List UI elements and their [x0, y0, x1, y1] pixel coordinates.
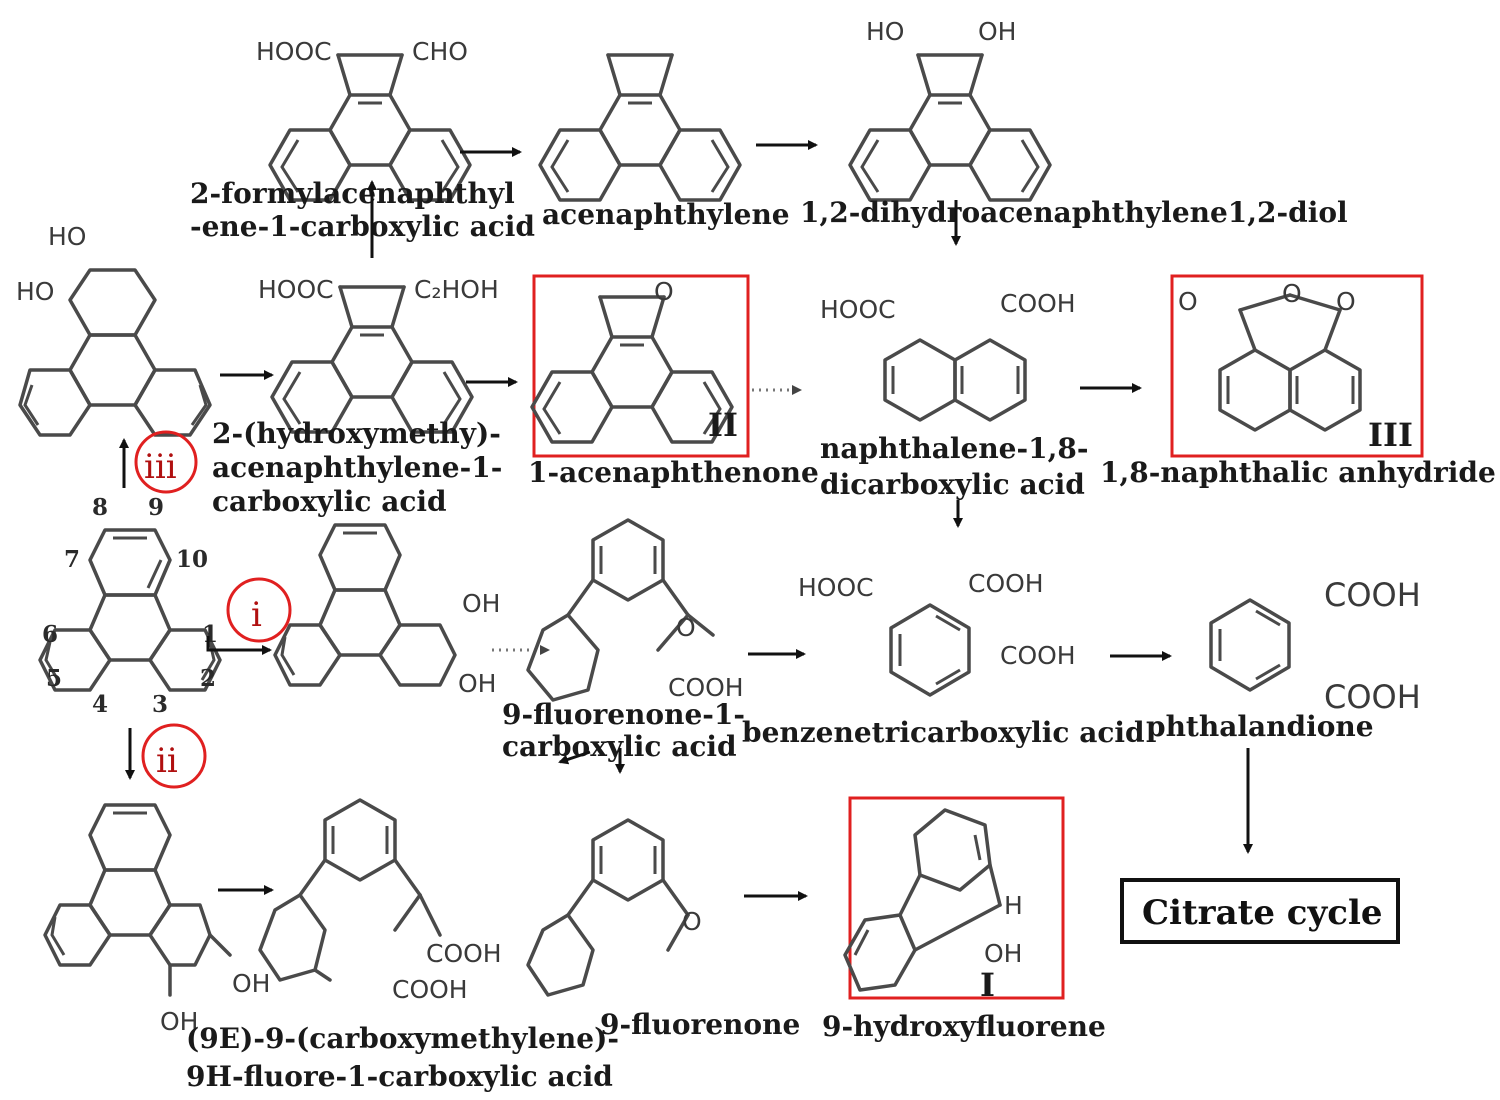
highlight-box-I: [848, 796, 1065, 1000]
group-o-anhydride-2: O: [1282, 279, 1302, 308]
pathway-marker-iii-label: iii: [144, 447, 177, 487]
group-oh: OH: [978, 17, 1016, 46]
group-oh-i-2: OH: [458, 669, 496, 698]
atom-number-5: 5: [46, 665, 62, 692]
label-hydroxymethyl-1: 2-(hydroxymethy)-: [212, 417, 501, 450]
label-hydroxymethyl-2: acenaphthylene-1-: [212, 451, 502, 484]
structure-carboxymethylene: [258, 798, 442, 982]
group-ho-1: HO: [48, 222, 86, 251]
atom-number-10: 10: [176, 546, 208, 573]
structure-hydroxymethyl-acid: [270, 285, 474, 434]
pathway-marker-i: [226, 577, 292, 643]
group-o-anhydride-3: O: [1336, 287, 1356, 316]
structure-naphthalic-anhydride: [1218, 293, 1362, 432]
pathway-marker-iii: [134, 430, 198, 494]
structure-dihydrodiol-ii: [43, 803, 232, 997]
group-oh-i-1: OH: [462, 589, 500, 618]
structure-acenaphthenone: [530, 295, 734, 444]
atom-number-1: 1: [202, 621, 218, 648]
label-naphthalene-dicarboxylic-2: dicarboxylic acid: [820, 468, 1085, 501]
arrow-from-carboxymethylene: [558, 750, 591, 765]
label-acenaphthylene: acenaphthylene: [542, 198, 790, 231]
label-carboxymethylene-1: (9E)-9-(carboxymethylene)-: [186, 1022, 619, 1055]
group-cooh-fluorenone-c: COOH: [668, 673, 744, 702]
label-benzenetricarboxylic: benzenetricarboxylic acid: [742, 716, 1145, 749]
structure-fluorenone-carboxylic: [526, 518, 715, 702]
arrow-i: [206, 636, 272, 655]
group-hooc-2: HOOC: [258, 275, 334, 304]
citrate-cycle-label: Citrate cycle: [1142, 893, 1383, 933]
atom-number-6: 6: [42, 621, 58, 648]
label-fluorenone-carboxylic-1: 9-fluorenone-1-: [502, 698, 745, 731]
label-naphthalene-dicarboxylic-1: naphthalene-1,8-: [820, 432, 1088, 465]
group-o: O: [654, 277, 674, 306]
structure-fluoranthene: [38, 528, 222, 692]
box-label-III: III: [1368, 416, 1413, 454]
group-hooc-tri: HOOC: [798, 573, 874, 602]
structure-iii-diol: [18, 268, 212, 437]
citrate-cycle-box: [1120, 878, 1400, 944]
group-ho: HO: [866, 17, 904, 46]
highlight-box-III: [1170, 274, 1424, 458]
label-dihydro-diol: 1,2-dihydroacenaphthylene1,2-diol: [800, 196, 1348, 229]
structure-naphthalene-dicarboxylic: [883, 338, 1027, 422]
label-hydroxymethyl-3: carboxylic acid: [212, 485, 447, 518]
group-c2hoh: C₂HOH: [414, 275, 499, 304]
atom-number-8: 8: [92, 494, 108, 521]
pathway-marker-i-label: i: [251, 595, 262, 635]
group-o-fluorenone: O: [682, 907, 702, 936]
structure-dihydro-diol: [848, 53, 1052, 202]
group-cooh: COOH: [1000, 289, 1076, 318]
label-formylacenaphthylene-2: -ene-1-carboxylic acid: [190, 210, 535, 243]
atom-number-4: 4: [92, 691, 108, 718]
label-formylacenaphthylene-1: 2-formylacenaphthyl: [190, 177, 515, 210]
group-oh-ii-1: OH: [232, 969, 270, 998]
structure-phthalandione: [1209, 598, 1291, 692]
group-cooh-cm-2: COOH: [392, 975, 468, 1004]
group-cooh-ph-2: COOH: [1324, 678, 1421, 716]
structure-dihydrodiol-i: [273, 523, 457, 687]
group-hooc: HOOC: [256, 37, 332, 66]
label-carboxymethylene-2: 9H-fluore-1-carboxylic acid: [186, 1060, 613, 1093]
label-acenaphthenone: 1-acenaphthenone: [528, 456, 819, 489]
label-fluorenone: 9-fluorenone: [600, 1008, 800, 1041]
group-oh-ii-2: OH: [160, 1007, 198, 1036]
group-oh-hf: OH: [984, 939, 1022, 968]
pathway-marker-ii: [141, 723, 207, 789]
group-cooh-tri-1: COOH: [968, 569, 1044, 598]
pathway-marker-ii-label: ii: [156, 741, 178, 781]
structure-fluorenone: [526, 818, 690, 997]
group-o-fluorenone-c: O: [676, 613, 696, 642]
group-cooh-cm-1: COOH: [426, 939, 502, 968]
group-hooc-3: HOOC: [820, 295, 896, 324]
group-h: H: [1004, 891, 1023, 920]
atom-number-7: 7: [64, 546, 80, 573]
highlight-box-II: [532, 274, 750, 458]
structure-acenaphthylene: [538, 53, 742, 202]
group-ho-2: HO: [16, 277, 54, 306]
group-cooh-ph-1: COOH: [1324, 576, 1421, 614]
group-cooh-tri-2: COOH: [1000, 641, 1076, 670]
label-naphthalic-anhydride: 1,8-naphthalic anhydride: [1100, 456, 1496, 489]
atom-number-2: 2: [200, 665, 216, 692]
label-phthalandione: phthalandione: [1146, 710, 1374, 743]
atom-number-9: 9: [148, 494, 164, 521]
structure-hydroxyfluorene: [843, 808, 1002, 992]
group-cho: CHO: [412, 37, 468, 66]
group-o-anhydride-1: O: [1178, 287, 1198, 316]
box-label-I: I: [980, 966, 995, 1004]
label-hydroxyfluorene: 9-hydroxyfluorene: [822, 1010, 1106, 1043]
atom-number-3: 3: [152, 691, 168, 718]
box-label-II: II: [708, 406, 738, 444]
structure-benzenetricarboxylic: [889, 603, 971, 697]
